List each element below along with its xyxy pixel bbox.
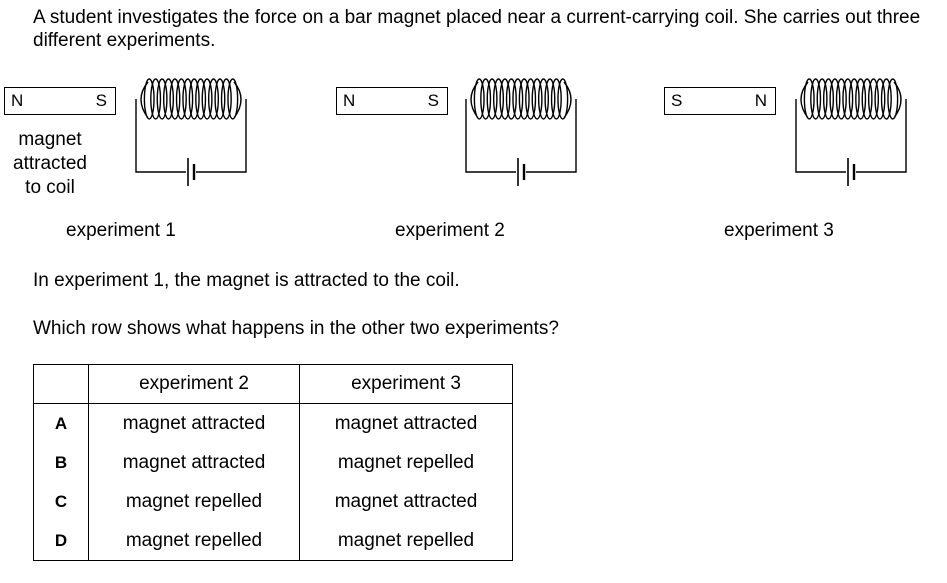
magnet-pole-right: N <box>754 91 767 110</box>
row-letter: B <box>33 443 89 482</box>
magnet-pole-left: N <box>11 91 24 110</box>
side-label: magnet attracted to coil <box>13 129 87 198</box>
row-letter: D <box>33 521 89 561</box>
row-letter: A <box>33 403 89 443</box>
table-row[interactable]: D magnet repelled magnet repelled <box>33 521 513 561</box>
experiment-3-label: experiment 3 <box>724 220 834 241</box>
question-intro: A student investigates the force on a ba… <box>33 7 921 51</box>
header-experiment-2: experiment 2 <box>88 364 300 404</box>
question: Which row shows what happens in the othe… <box>33 318 559 339</box>
magnet-pole-right: S <box>427 91 439 110</box>
table-row[interactable]: B magnet attracted magnet repelled <box>33 443 513 482</box>
answer-table: experiment 2 experiment 3 A magnet attra… <box>33 364 513 561</box>
bar-magnet-2: N S <box>336 87 448 115</box>
cell-exp2: magnet attracted <box>88 403 300 443</box>
cell-exp2: magnet attracted <box>88 443 300 482</box>
cell-exp3: magnet attracted <box>299 482 513 521</box>
header-empty <box>33 364 89 404</box>
experiment-2-label: experiment 2 <box>395 220 505 241</box>
cell-exp2: magnet repelled <box>88 482 300 521</box>
cell-exp3: magnet repelled <box>299 443 513 482</box>
experiment-1-label: experiment 1 <box>66 220 176 241</box>
table-header-row: experiment 2 experiment 3 <box>33 364 513 404</box>
coil-circuit-2 <box>465 78 577 186</box>
cell-exp2: magnet repelled <box>88 521 300 561</box>
magnet-pole-right: S <box>95 91 107 110</box>
bar-magnet-1: N S <box>4 87 116 115</box>
header-experiment-3: experiment 3 <box>299 364 513 404</box>
coil-circuit-3 <box>795 78 907 186</box>
statement: In experiment 1, the magnet is attracted… <box>33 270 460 291</box>
cell-exp3: magnet attracted <box>299 403 513 443</box>
cell-exp3: magnet repelled <box>299 521 513 561</box>
coil-circuit-1 <box>135 78 247 186</box>
magnet-pole-left: S <box>671 91 683 110</box>
table-row[interactable]: A magnet attracted magnet attracted <box>33 403 513 443</box>
table-row[interactable]: C magnet repelled magnet attracted <box>33 482 513 521</box>
magnet-pole-left: N <box>343 91 356 110</box>
row-letter: C <box>33 482 89 521</box>
bar-magnet-3: S N <box>664 87 776 115</box>
